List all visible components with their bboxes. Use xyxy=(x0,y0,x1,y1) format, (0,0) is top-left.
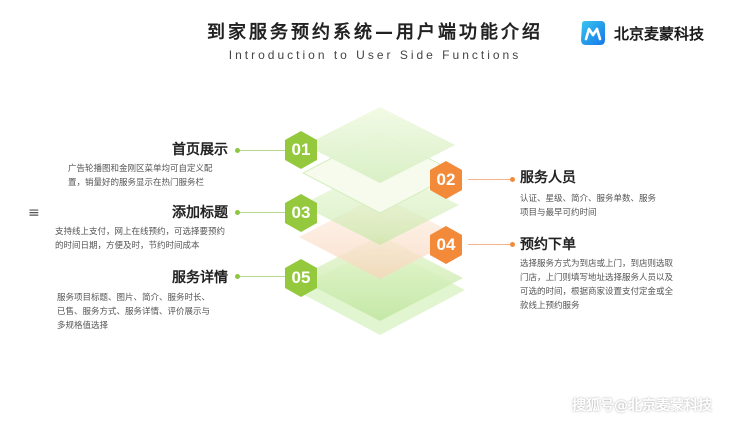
logo-mark-icon xyxy=(581,21,605,45)
badge-02: 02 xyxy=(428,160,464,200)
connector-03 xyxy=(237,212,287,213)
connector-dot-05 xyxy=(235,274,240,279)
connector-01 xyxy=(237,150,287,151)
connector-04 xyxy=(468,244,512,245)
connector-02 xyxy=(468,179,512,180)
feature-home-title: 首页展示 xyxy=(172,142,228,158)
badge-05: 05 xyxy=(283,258,319,298)
hexagon-icon xyxy=(285,259,317,297)
badge-04: 04 xyxy=(428,225,464,265)
connector-dot-02 xyxy=(510,177,515,182)
feature-staff-title: 服务人员 xyxy=(520,170,576,186)
feature-booking-desc: 选择服务方式为到店或上门，到店则选取 门店，上门则填写地址选择服务人员以及 可选… xyxy=(520,259,674,311)
connector-dot-03 xyxy=(235,210,240,215)
brand-name: 北京麦蒙科技 xyxy=(614,24,705,43)
brand-logo: 北京麦蒙科技 xyxy=(578,18,704,48)
connector-05 xyxy=(237,276,287,277)
layer-stack-graphic xyxy=(295,107,465,335)
page-title: 到家服务预约系统—用户端功能介绍 xyxy=(207,22,543,43)
feature-booking-title: 预约下单 xyxy=(520,237,576,253)
feature-staff-desc: 认证、星级、简介、服务单数、服务 项目与最早可约时间 xyxy=(520,194,657,218)
feature-detail-desc: 服务项目标题、图片、简介、服务时长、 已售、服务方式、服务详情、评价展示与 多规… xyxy=(57,293,211,331)
feature-add-desc: 支持线上支付，网上在线预约，可选择要预约 的时间日期，方便及时，节约时间成本 xyxy=(55,227,226,251)
page-subtitle: Introduction to User Side Functions xyxy=(228,48,522,62)
hexagon-icon xyxy=(430,226,462,264)
feature-home-desc: 广告轮播图和金刚区菜单均可自定义配 置，销量好的服务显示在热门服务栏 xyxy=(68,164,213,188)
hexagon-icon xyxy=(430,161,462,199)
menu-icon[interactable]: ≡ xyxy=(28,205,40,221)
connector-dot-01 xyxy=(235,148,240,153)
hexagon-icon xyxy=(285,194,317,232)
feature-add-title: 添加标题 xyxy=(172,205,228,221)
feature-detail-title: 服务详情 xyxy=(172,270,228,286)
watermark: 搜狐号@北京麦蒙科技 xyxy=(572,398,712,414)
hexagon-icon xyxy=(285,131,317,169)
connector-dot-04 xyxy=(510,242,515,247)
badge-03: 03 xyxy=(283,193,319,233)
badge-01: 01 xyxy=(283,130,319,170)
